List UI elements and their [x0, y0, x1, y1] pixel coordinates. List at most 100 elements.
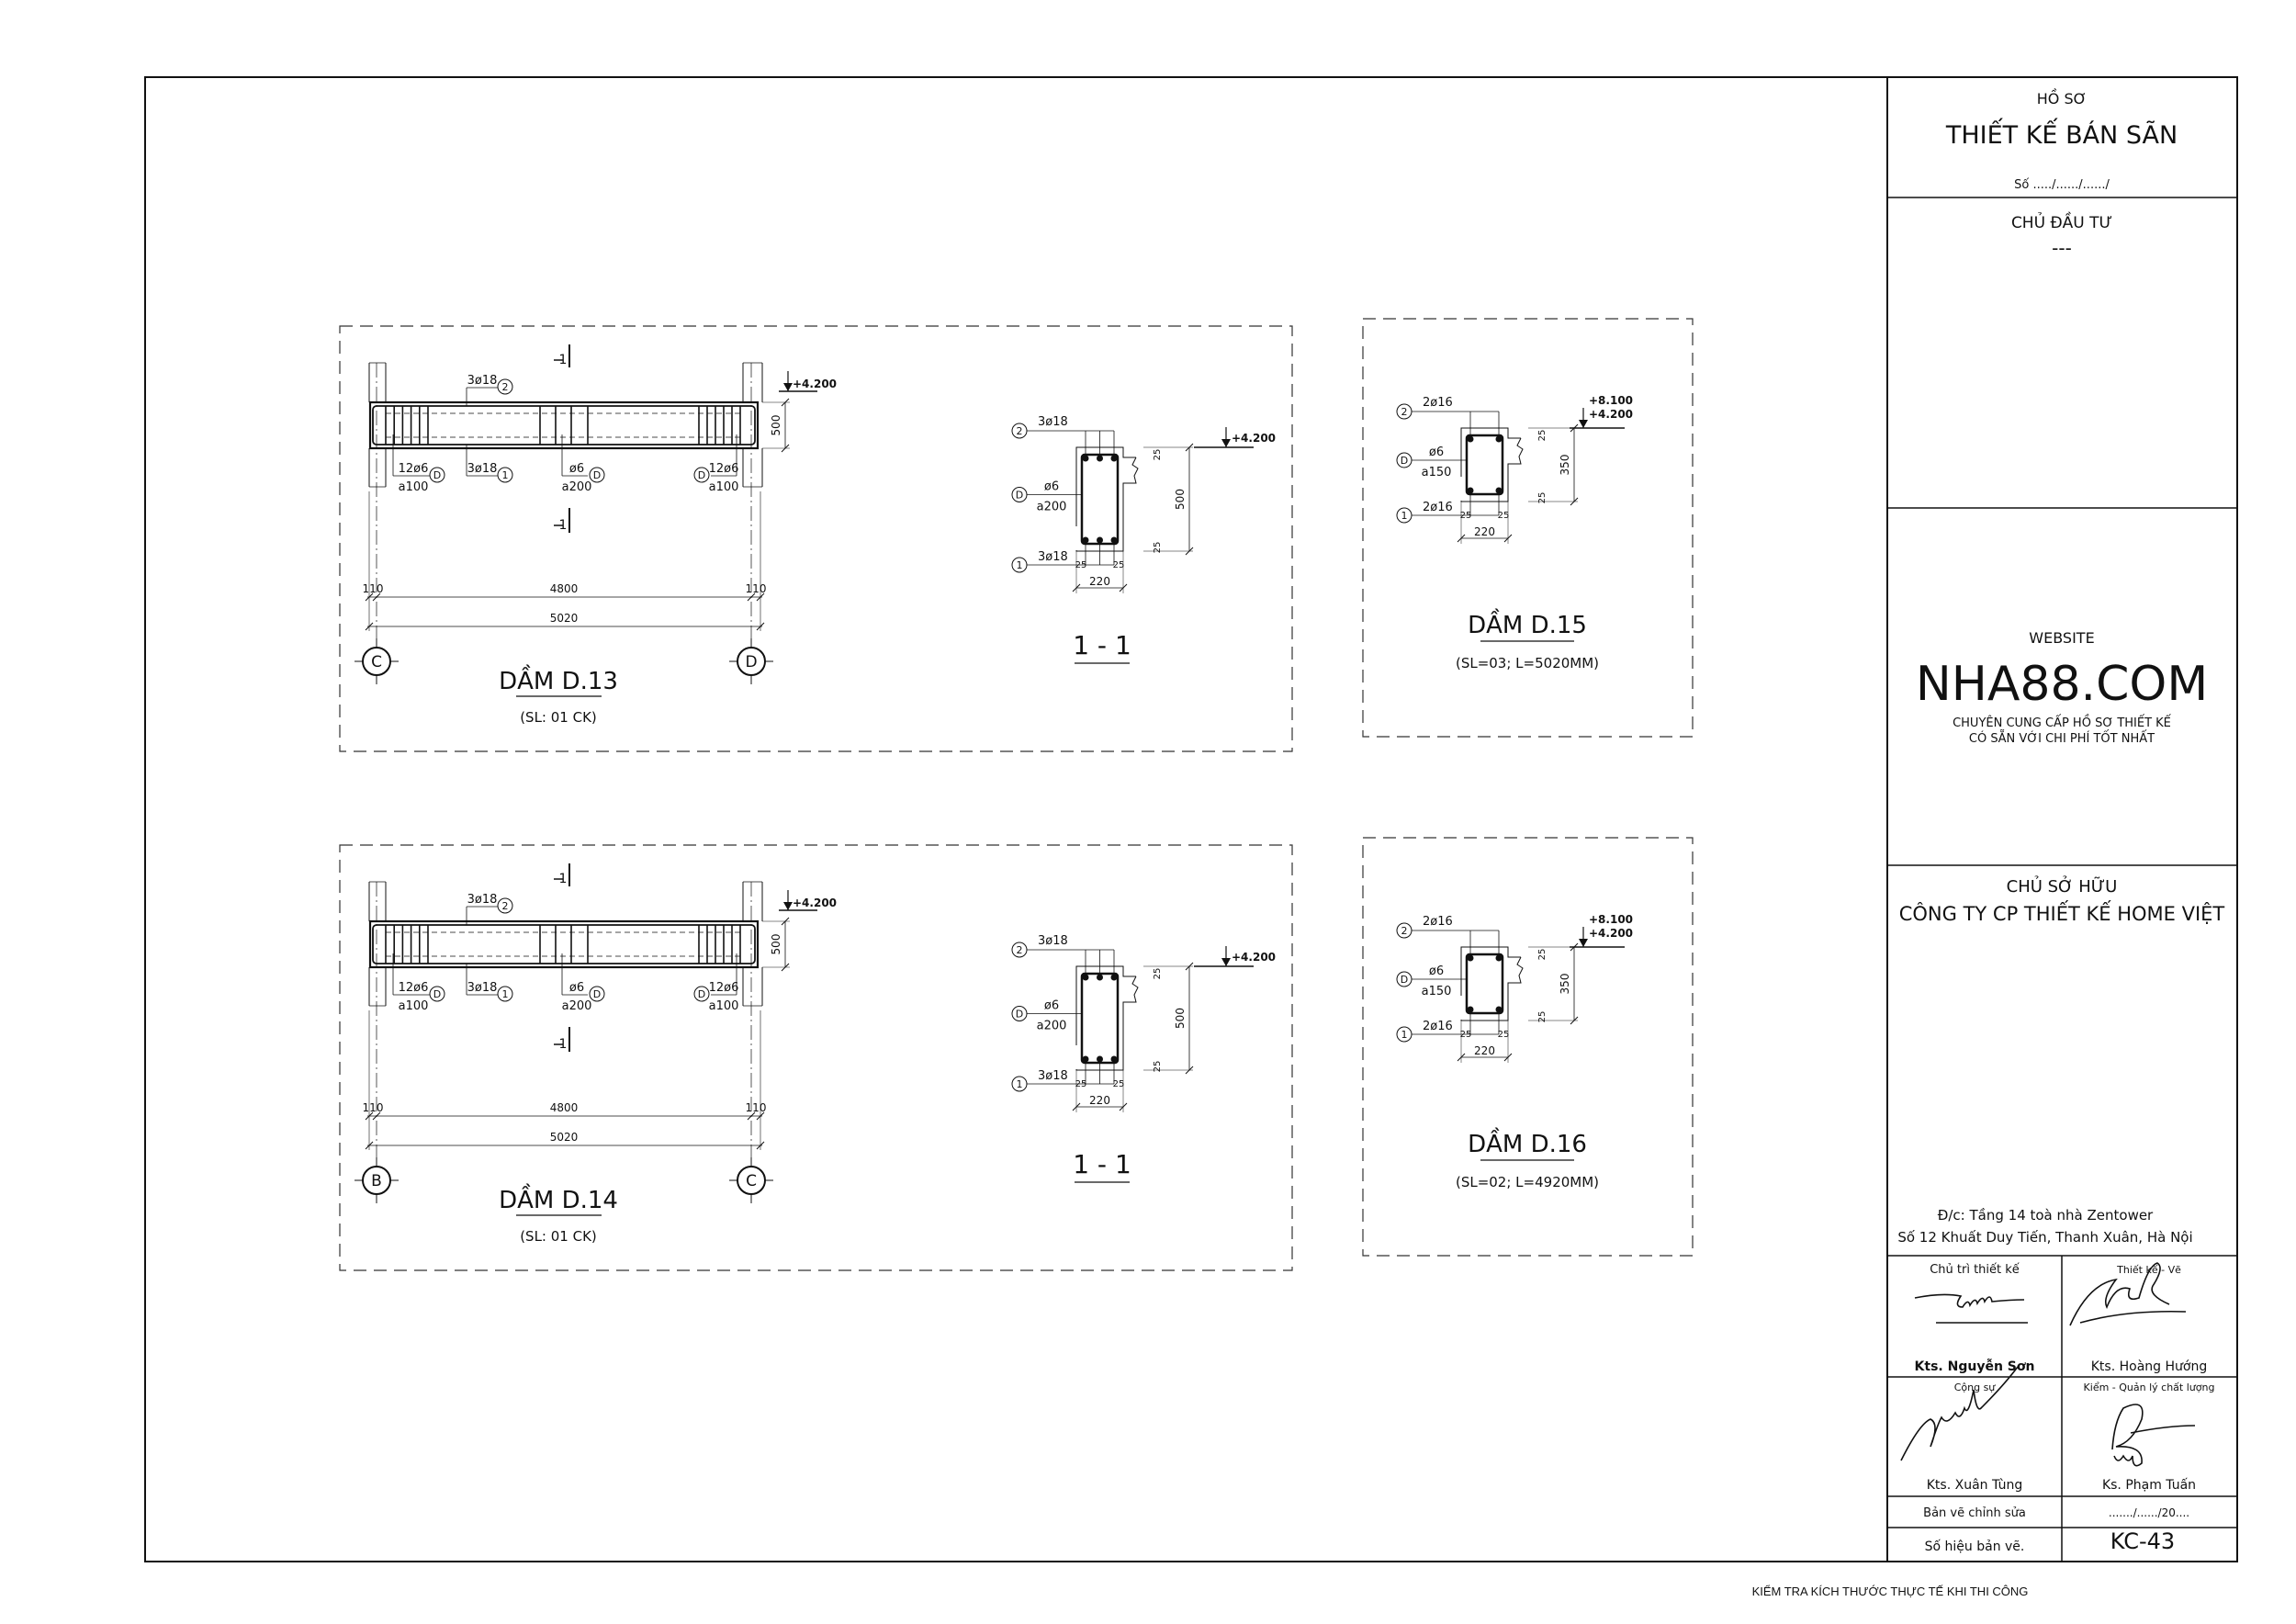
rebar-mark-1	[1011, 1076, 1028, 1092]
level-label: +4.200	[793, 378, 837, 390]
signer-name: Kts. Nguyễn Sơn	[1915, 1359, 2035, 1374]
rebar-mark-circle	[693, 467, 710, 483]
rebar-mark-label: D	[433, 469, 441, 481]
cover-dim-label: 25	[1537, 949, 1548, 961]
depth-dim-label: 500	[770, 415, 782, 436]
top-rebar-label: 2ø16	[1423, 396, 1453, 410]
end-stirrup-label: 12ø6	[399, 981, 429, 995]
end-stirrup-spacing: a100	[399, 480, 429, 494]
offset-dim-label: 110	[746, 1101, 767, 1114]
signer-name: Kts. Xuân Tùng	[1927, 1478, 2023, 1493]
dim-tick	[756, 1111, 765, 1121]
rebar-mark-2	[1011, 423, 1028, 439]
bottom-rebar-label: 2ø16	[1423, 501, 1453, 514]
dim-tick	[365, 1111, 374, 1121]
dim-tick	[756, 622, 765, 631]
top-rebar-label: 3ø18	[1038, 934, 1068, 948]
dim-tick	[756, 1141, 765, 1150]
cover-dim-label: 25	[1498, 1030, 1510, 1040]
beam-outline	[368, 400, 760, 450]
sheet-border	[144, 76, 2238, 1562]
stirrup-spacing-label: a150	[1422, 466, 1452, 479]
end-stirrup-label: 12ø6	[709, 981, 739, 995]
rebar-mark-label: 2	[1017, 944, 1023, 956]
website-label: WEBSITE	[2029, 629, 2094, 647]
cover-dim-label: 25	[1460, 511, 1472, 521]
rebar-mark-1	[1011, 557, 1028, 573]
stirrup-label: ø6	[1044, 999, 1059, 1013]
cover-dim-label: 25	[1537, 1011, 1548, 1023]
level-label-lower: +4.200	[1589, 927, 1633, 940]
dim-tick	[747, 1111, 756, 1121]
beam-title: DẦM D.14	[499, 1182, 618, 1214]
section-cut-label: 1	[559, 872, 568, 886]
cover-dim-label: 25	[1537, 492, 1548, 504]
end-stirrup-spacing: a100	[399, 999, 429, 1013]
revision-value: ......./....../20....	[2109, 1506, 2189, 1519]
main-rebar	[372, 405, 756, 445]
sheet-number: KC-43	[2110, 1528, 2175, 1554]
stirrup-spacing-label: a150	[1422, 985, 1452, 998]
section-outline	[1075, 457, 1139, 552]
rebar-mark-label: D	[593, 988, 601, 1000]
signature	[2069, 1262, 2187, 1326]
section-title: 1 - 1	[1073, 630, 1131, 660]
signature	[2111, 1404, 2196, 1467]
signature	[1900, 1366, 2019, 1461]
cover-dim-label: 25	[1113, 1079, 1125, 1089]
stirrup-mark	[1396, 971, 1412, 987]
role-label: Kiểm - Quản lý chất lượng	[2084, 1382, 2215, 1393]
rebar-mark-circle	[429, 986, 445, 1002]
rebar-mark-label: 1	[1401, 510, 1408, 522]
grid-axis-bubble	[737, 1166, 766, 1195]
address-line-2: Số 12 Khuất Duy Tiến, Thanh Xuân, Hà Nội	[1897, 1229, 2192, 1246]
grid-axis-label: D	[745, 653, 757, 671]
rebar-mark-label: 2	[1401, 925, 1408, 937]
mid-stirrup-spacing: a200	[562, 999, 592, 1013]
span-dim-label: 4800	[550, 582, 579, 595]
dim-tick	[372, 1111, 381, 1121]
depth-dim-label: 500	[1174, 489, 1187, 510]
project-title: THIẾT KẾ BÁN SÃN	[1945, 118, 2178, 150]
level-arrow-icon	[1221, 439, 1231, 447]
slogan-line-2: CÓ SẴN VỚI CHI PHÍ TỐT NHẤT	[1969, 730, 2155, 746]
bottom-rebar-label: 3ø18	[467, 462, 498, 476]
offset-dim-label: 110	[363, 582, 384, 595]
depth-dim-label: 350	[1559, 974, 1571, 995]
depth-dim-label: 500	[770, 934, 782, 955]
rebar-mark-circle	[693, 986, 710, 1002]
rebar-mark-1	[1396, 1026, 1412, 1043]
grid-axis-bubble	[362, 1166, 391, 1195]
mid-stirrup-label: ø6	[569, 981, 584, 995]
span-dim-label: 4800	[550, 1101, 579, 1114]
cover-dim-label: 25	[1153, 968, 1163, 980]
cover-dim-label: 25	[1153, 542, 1163, 554]
total-dim-label: 5020	[550, 612, 579, 625]
mid-stirrup-label: ø6	[569, 462, 584, 476]
investor-value: ---	[2052, 237, 2072, 259]
width-dim-label: 220	[1474, 1044, 1495, 1057]
cover-dim-label: 25	[1153, 449, 1163, 461]
section-cut-label: 1	[559, 353, 568, 367]
rebar-mark-label: 1	[1017, 1078, 1023, 1090]
width-dim-label: 220	[1089, 575, 1110, 588]
rebar-mark-circle	[589, 467, 605, 483]
rebar-mark-label: 2	[502, 381, 509, 393]
cover-dim-label: 25	[1075, 1079, 1087, 1089]
section-outline	[1075, 446, 1136, 526]
dim-tick	[365, 622, 374, 631]
end-stirrup-label: 12ø6	[709, 462, 739, 476]
section-outline	[1460, 946, 1521, 996]
role-label: Thiết kế - Vẽ	[2116, 1264, 2181, 1276]
section-cut-label: 1	[559, 1037, 568, 1052]
dim-tick	[365, 1141, 374, 1150]
level-label-upper: +8.100	[1589, 913, 1633, 926]
width-dim-label: 220	[1474, 525, 1495, 538]
bottom-rebar-label: 2ø16	[1423, 1020, 1453, 1033]
beam-subtitle: (SL: 01 CK)	[520, 1228, 597, 1245]
depth-dim-label: 350	[1559, 455, 1571, 476]
top-rebar-label: 3ø18	[467, 374, 498, 388]
offset-dim-label: 110	[363, 1101, 384, 1114]
